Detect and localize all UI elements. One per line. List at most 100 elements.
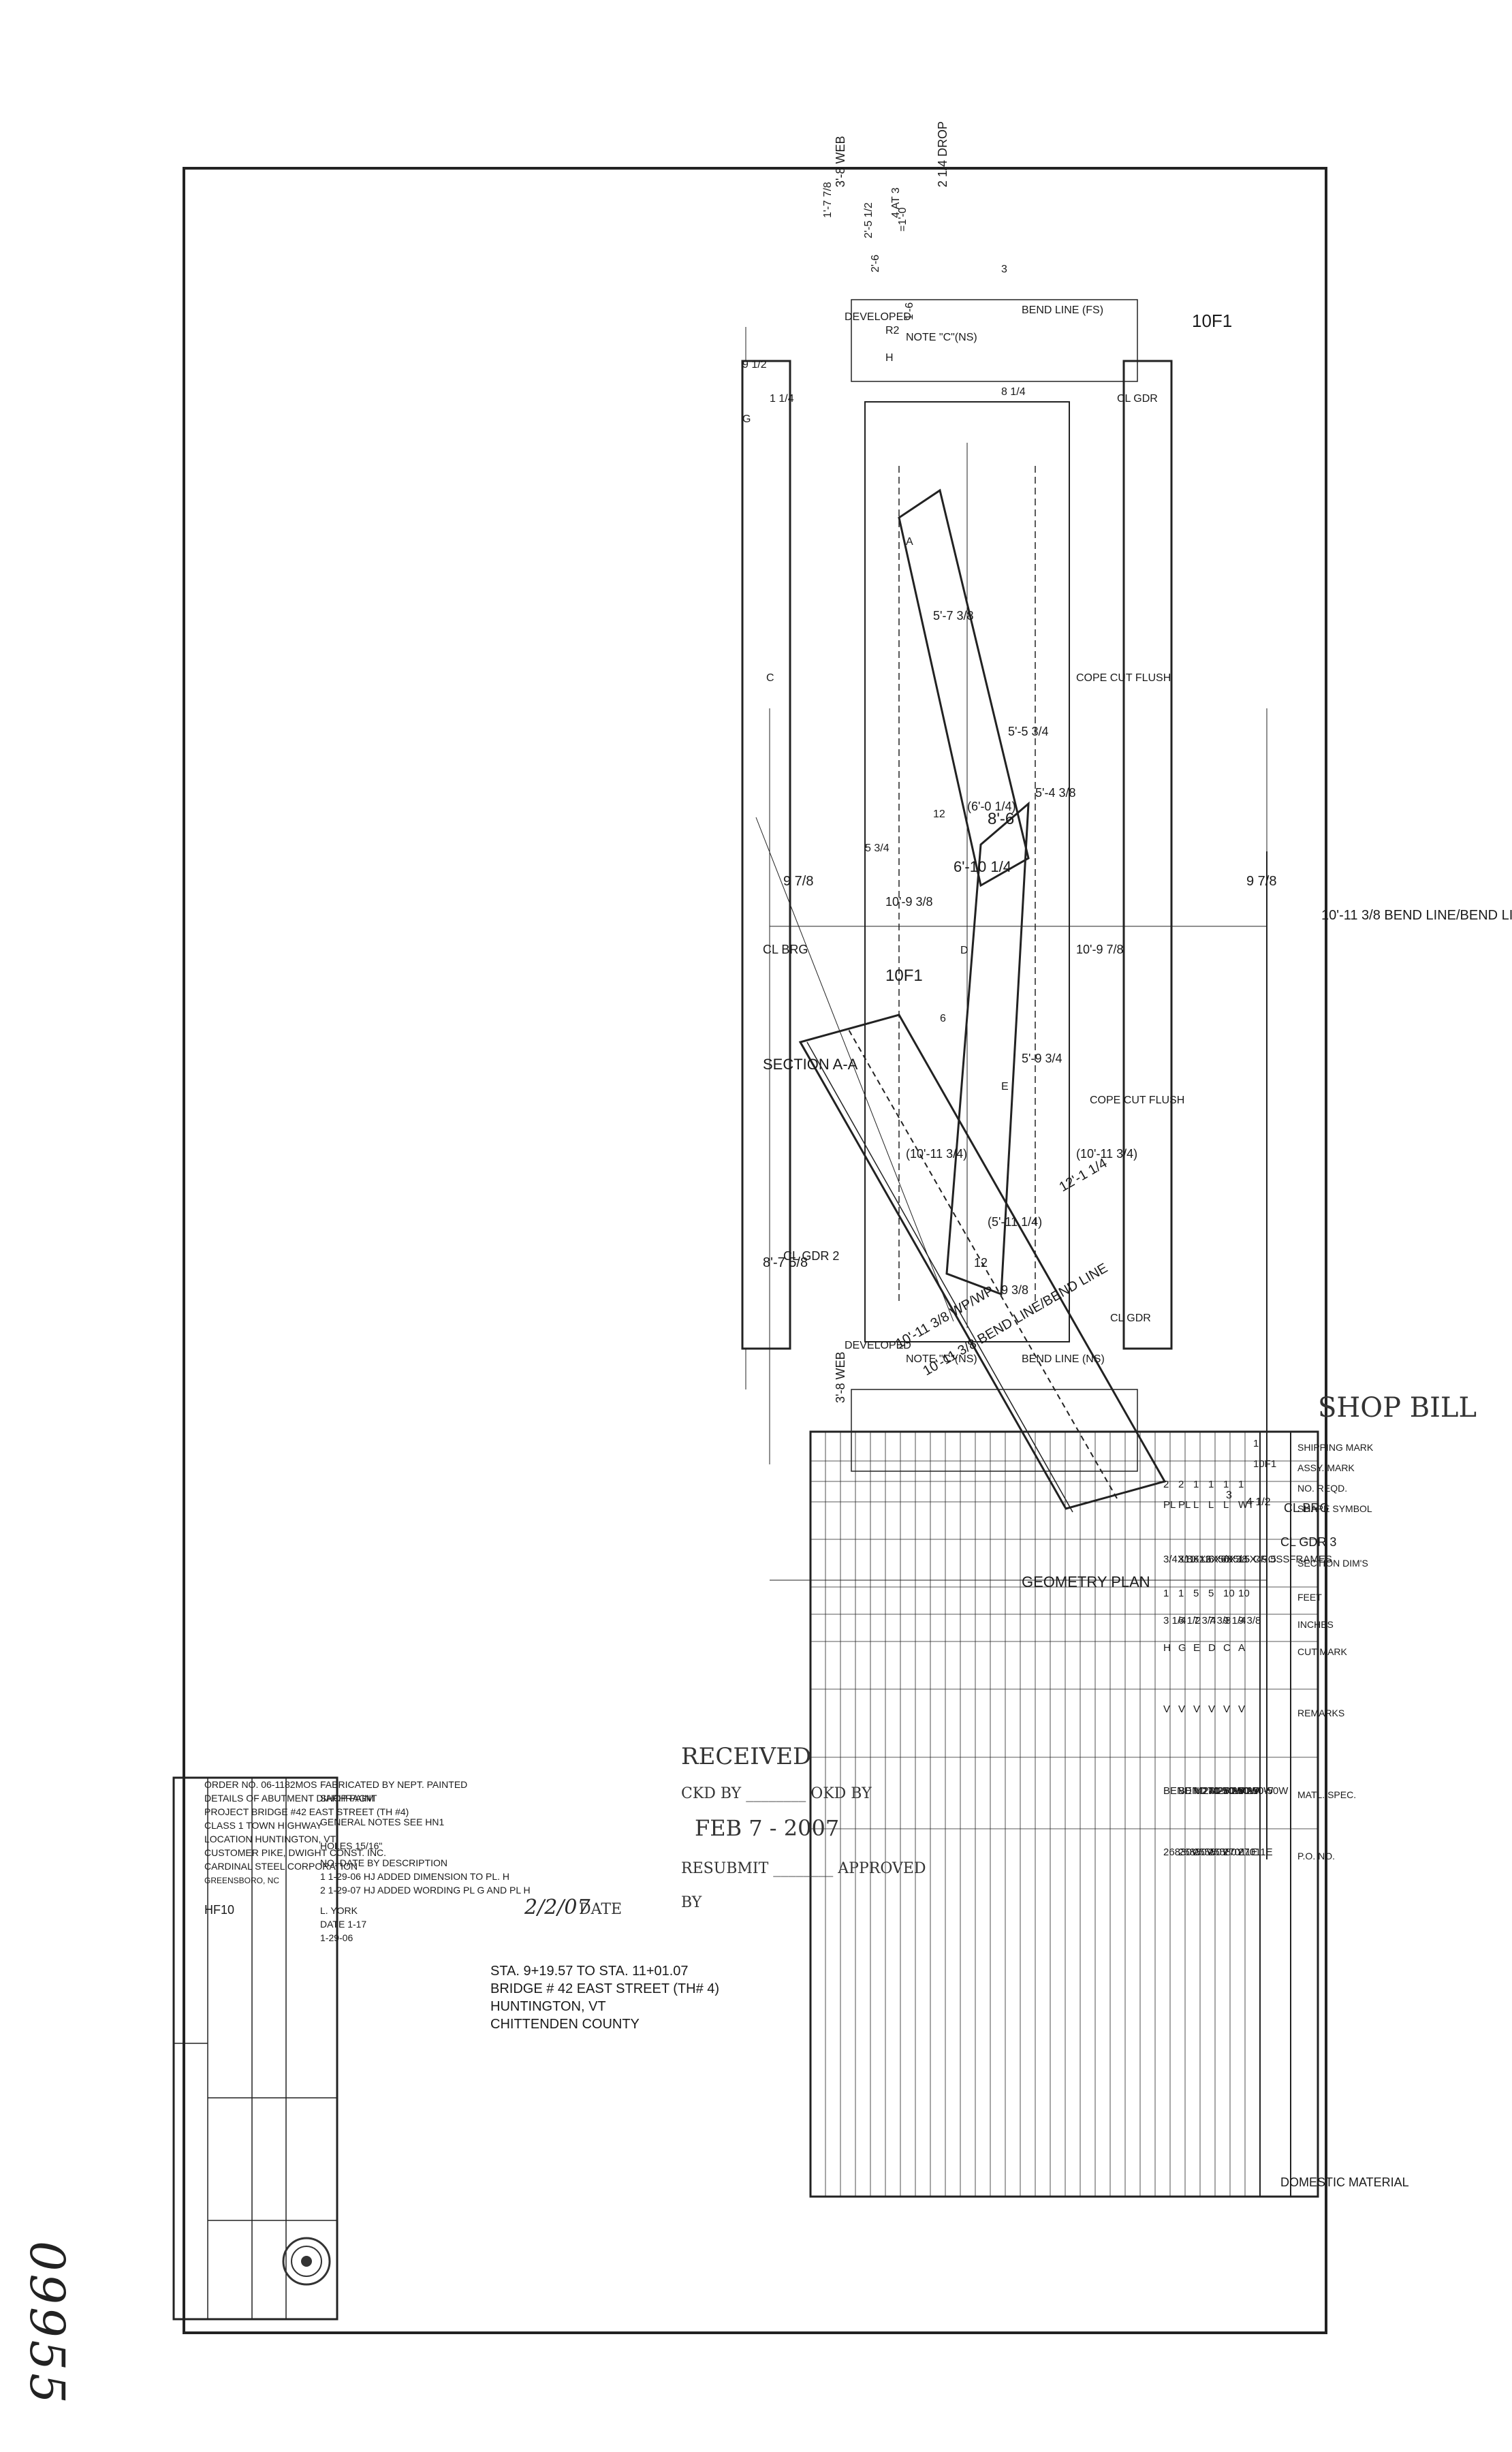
- shop-paint: SHOP PAINT: [320, 1793, 377, 1804]
- bill-cell-feet: 10: [1238, 1588, 1250, 1599]
- bill-cell-inches: 7 3/4: [1193, 1615, 1216, 1626]
- section-caption: SECTION A-A: [763, 1056, 858, 1073]
- geometry-skew-h: 9 3/8: [1001, 1283, 1028, 1297]
- fabricated-by: FABRICATED BY NEPT. PAINTED: [320, 1779, 467, 1790]
- geometry-inner-dim: 6'-10 1/4: [954, 858, 1011, 875]
- bill-cell-spec: M270-50W: [1208, 1785, 1259, 1797]
- project-note-line: CHITTENDEN COUNTY: [490, 2017, 640, 2032]
- bill-cell-shape: PL: [1178, 1499, 1191, 1511]
- bill-cell-feet: 5: [1193, 1588, 1199, 1599]
- bill-cell-section: 6X6X5/8: [1208, 1554, 1248, 1565]
- bill-cell-no: 1: [1238, 1479, 1244, 1490]
- section-note-c-top: NOTE "C"(NS): [906, 332, 977, 343]
- revision-row: 1 1-29-06 HJ ADDED DIMENSION TO PL. H: [320, 1871, 509, 1882]
- bill-cell-feet: 1: [1178, 1588, 1184, 1599]
- bill-cell-spec: BEND M270-50W: [1163, 1785, 1245, 1797]
- bill-column-header: ASSY. MARK: [1297, 1462, 1355, 1473]
- bill-cell-inches: 7 3/8: [1208, 1615, 1231, 1626]
- bill-cell-po: 26580Y: [1193, 1846, 1229, 1858]
- bill-column-header: P.O. NO.: [1297, 1851, 1335, 1861]
- section-label-d: D: [960, 945, 968, 956]
- bill-footer-note: DOMESTIC MATERIAL: [1280, 2175, 1409, 2189]
- drawn-by: L. YORK: [320, 1905, 358, 1916]
- section-cl-gdr-bottom: CL GDR: [1110, 1313, 1151, 1324]
- bill-cell-cut: E: [1193, 1642, 1200, 1654]
- section-cl-gdr-top: CL GDR: [1117, 393, 1158, 405]
- section-bend-fs: BEND LINE (FS): [1022, 304, 1103, 316]
- bill-cell-section: CROSSFRAMES: [1253, 1554, 1332, 1565]
- bill-cell-shape: WT: [1238, 1499, 1254, 1511]
- text-layer: FABRICATED BY NEPT. PAINTED SHOP PAINT GE N…: [204, 121, 1512, 2032]
- section-cope-top: COPE CUT FLUSH: [1076, 672, 1171, 684]
- project: PROJECT BRIDGE #42 EAST STREET (TH #4): [204, 1806, 409, 1817]
- geometry-small-a: 4 1/2: [1246, 1496, 1271, 1508]
- bill-cell-shape: L: [1208, 1499, 1214, 1511]
- bill-cell-ship: 1: [1253, 1438, 1259, 1449]
- section-len-10-9b: 10'-9 3/8: [885, 895, 933, 909]
- checked-by: DATE 1-17: [320, 1919, 366, 1930]
- bill-cell-no: 1: [1193, 1479, 1199, 1490]
- bill-column-header: CUT MARK: [1297, 1646, 1348, 1657]
- section-dim-1-6: 1'-6: [904, 302, 915, 320]
- bill-cell-cut: G: [1178, 1642, 1186, 1654]
- geometry-length: 12'-1 1/4: [1057, 1156, 1110, 1195]
- cl-brg-bottom: CL BRG: [1284, 1501, 1329, 1515]
- stamp-ckd-by: CKD BY ________ OKD BY: [681, 1785, 872, 1802]
- bill-cell-spec: M270-50W: [1223, 1785, 1274, 1797]
- bill-cell-po: 27011E: [1238, 1846, 1273, 1858]
- geometry-mark: 10F1: [885, 966, 923, 985]
- bill-cell-po: 27011E: [1223, 1846, 1258, 1858]
- bill-cell-po: 26830W: [1178, 1846, 1217, 1858]
- date: 1-29-06: [320, 1932, 353, 1943]
- project-note-line: HUNTINGTON, VT: [490, 1999, 606, 2014]
- cl-gdr-3: CL GDR 3: [1280, 1535, 1336, 1549]
- bill-cell-inches: 6 1/2: [1178, 1615, 1201, 1626]
- section-label-a: A: [906, 536, 913, 548]
- project-note-line: STA. 9+19.57 TO STA. 11+01.07: [490, 1964, 689, 1979]
- stamp-date-label: DATE: [579, 1901, 622, 1918]
- bill-cell-remarks: V: [1223, 1703, 1230, 1715]
- bill-cell-po: 26830W: [1163, 1846, 1202, 1858]
- fabricator: CARDINAL STEEL CORPORATION: [204, 1861, 358, 1872]
- section-val-8: 8 1/4: [1001, 386, 1026, 398]
- bill-column-header: NO. REQD.: [1297, 1483, 1347, 1494]
- bill-cell-remarks: V: [1178, 1703, 1185, 1715]
- bill-cell-cut: A: [1238, 1642, 1245, 1654]
- bill-cell-shape: L: [1193, 1499, 1199, 1511]
- section-cope-bottom: COPE CUT FLUSH: [1090, 1095, 1184, 1106]
- section-eq-1-0: =1'-0: [897, 207, 909, 232]
- title-block: [172, 1776, 338, 2321]
- section-mark: 10F1: [1192, 311, 1232, 331]
- section-val-12: 12: [933, 808, 945, 820]
- shop-bill: SHOP BILL: [809, 1392, 1477, 2198]
- geometry-skew-v: 12: [974, 1256, 988, 1270]
- bill-cell-section: 6X6X5/8: [1193, 1554, 1233, 1565]
- section-dim-2-5: 2'-5 1/2: [863, 202, 875, 238]
- section-note-c-bottom: NOTE "C"(NS): [906, 1353, 977, 1365]
- section-len-10-9: 10'-9 7/8: [1076, 943, 1124, 956]
- section-a-a: [741, 299, 1173, 1472]
- section-developed-top: DEVELOPED: [845, 311, 911, 323]
- bill-cell-po: 26580Y: [1208, 1846, 1244, 1858]
- section-diag-1: 5'-7 3/8: [933, 609, 973, 623]
- bill-column-header: SECTION DIM'S: [1297, 1558, 1368, 1569]
- bill-column-header: SHIPPING MARK: [1297, 1442, 1374, 1453]
- bill-cell-cut: C: [1223, 1642, 1231, 1654]
- bill-cell-remarks: V: [1208, 1703, 1215, 1715]
- stamp-by: BY: [681, 1894, 702, 1911]
- bill-column-header: INCHES: [1297, 1619, 1334, 1630]
- section-four-at-3: 4 AT 3: [890, 187, 902, 218]
- section-val-1: 1 1/4: [770, 393, 794, 405]
- section-top-dim: 10'-11 3/8 BEND LINE/BEND LINE: [1321, 908, 1512, 923]
- customer: CUSTOMER PIKE, DWIGHT CONST. INC.: [204, 1847, 386, 1858]
- section-web-bottom: 3'-8 WEB: [834, 1352, 847, 1403]
- geometry-left-offset: 9 7/8: [1246, 874, 1276, 889]
- location: LOCATION HUNTINGTON, VT: [204, 1834, 336, 1844]
- bill-cell-feet: 1: [1163, 1588, 1169, 1599]
- section-developed-bottom: DEVELOPED: [845, 1340, 911, 1351]
- stamp-received: RECEIVED: [681, 1743, 811, 1770]
- bill-cell-no: 2: [1178, 1479, 1184, 1490]
